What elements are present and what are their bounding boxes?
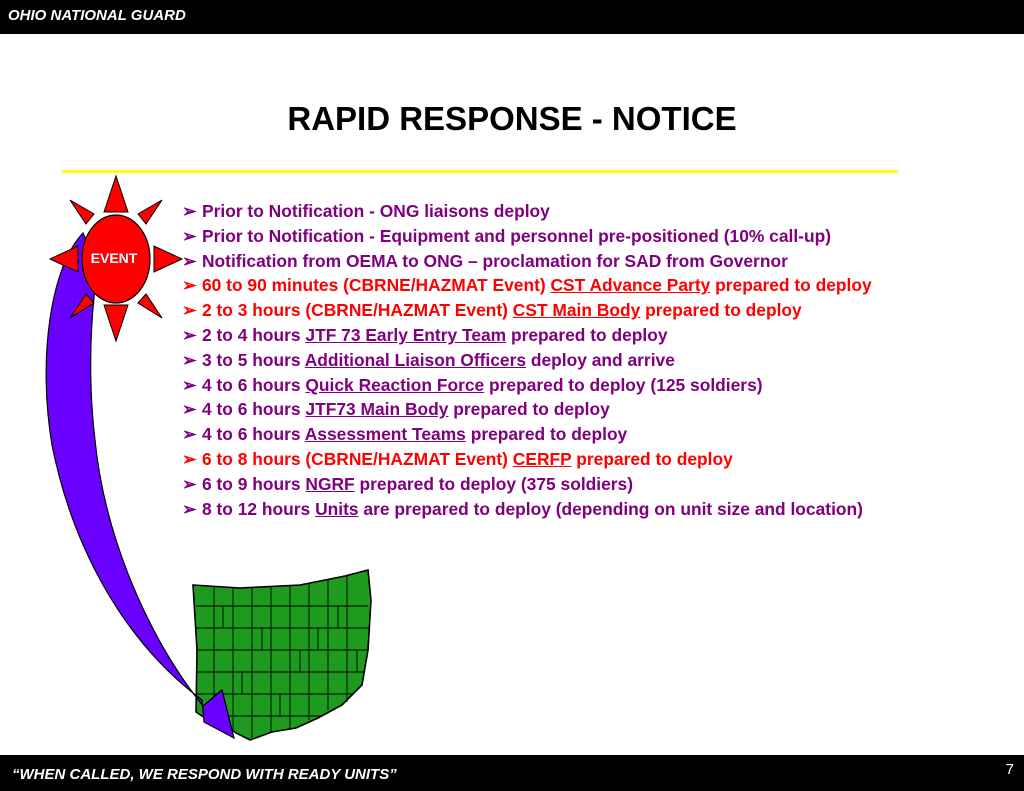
timeline-text-suffix: prepared to deploy <box>465 424 628 445</box>
timeline-text: 6 to 9 hours <box>202 473 306 494</box>
timeline-text: 8 to 12 hours <box>202 498 316 519</box>
timeline-item: ➢Notification from OEMA to ONG – proclam… <box>182 249 872 274</box>
deploy-arrow <box>45 231 235 740</box>
org-name: OHIO NATIONAL GUARD <box>8 7 186 24</box>
timeline-item: ➢6 to 8 hours (CBRNE/HAZMAT Event) CERFP… <box>182 447 872 472</box>
unit-link[interactable]: CST Main Body <box>512 300 641 321</box>
unit-link[interactable]: NGRF <box>305 473 355 494</box>
timeline-item: ➢4 to 6 hours Quick Reaction Force prepa… <box>182 373 872 398</box>
bullet-arrow-icon: ➢ <box>182 201 197 221</box>
timeline-text-suffix: are prepared to deploy (depending on uni… <box>358 498 863 519</box>
unit-link[interactable]: Additional Liaison Officers <box>304 349 527 370</box>
timeline-item: ➢8 to 12 hours Units are prepared to dep… <box>182 497 872 522</box>
header-bar: OHIO NATIONAL GUARD <box>0 0 1024 34</box>
timeline-text-suffix: prepared to deploy <box>640 300 802 321</box>
bullet-arrow-icon: ➢ <box>182 300 197 321</box>
bullet-arrow-icon: ➢ <box>182 374 197 395</box>
footer-bar: “WHEN CALLED, WE RESPOND WITH READY UNIT… <box>0 755 1024 791</box>
timeline-text: Prior to Notification - Equipment and pe… <box>202 225 831 246</box>
timeline-item: ➢Prior to Notification - ONG liaisons de… <box>182 199 872 224</box>
timeline-text: 60 to 90 minutes (CBRNE/HAZMAT Event) <box>202 275 551 296</box>
timeline-text: Prior to Notification - ONG liaisons dep… <box>202 201 550 221</box>
timeline-text-suffix: prepared to deploy <box>710 275 872 296</box>
ohio-map <box>192 568 372 741</box>
event-rays <box>48 174 184 343</box>
timeline-text-suffix: prepared to deploy (375 soldiers) <box>354 473 634 494</box>
unit-link[interactable]: Quick Reaction Force <box>305 374 485 395</box>
timeline-item: ➢60 to 90 minutes (CBRNE/HAZMAT Event) C… <box>182 273 872 298</box>
page-number: 7 <box>1005 761 1014 778</box>
bullet-arrow-icon: ➢ <box>182 275 197 296</box>
timeline-text-suffix: prepared to deploy (125 soldiers) <box>484 374 763 395</box>
unit-link[interactable]: CST Advance Party <box>550 275 711 296</box>
timeline-text-suffix: deploy and arrive <box>526 349 675 370</box>
bullet-arrow-icon: ➢ <box>182 424 197 445</box>
slide-title: RAPID RESPONSE - NOTICE <box>287 100 737 137</box>
timeline-item: ➢2 to 4 hours JTF 73 Early Entry Team pr… <box>182 323 872 348</box>
timeline-text: 4 to 6 hours <box>202 424 305 445</box>
bullet-arrow-icon: ➢ <box>182 498 197 519</box>
bullet-arrow-icon: ➢ <box>182 324 197 345</box>
footer-motto: “WHEN CALLED, WE RESPOND WITH READY UNIT… <box>12 766 397 783</box>
timeline-item: ➢4 to 6 hours JTF73 Main Body prepared t… <box>182 397 872 422</box>
timeline-text: 2 to 3 hours (CBRNE/HAZMAT Event) <box>202 300 513 321</box>
bullet-arrow-icon: ➢ <box>182 349 197 370</box>
bullet-arrow-icon: ➢ <box>182 473 197 494</box>
timeline-item: ➢6 to 9 hours NGRF prepared to deploy (3… <box>182 472 872 497</box>
timeline-item: ➢2 to 3 hours (CBRNE/HAZMAT Event) CST M… <box>182 298 872 323</box>
timeline-text-suffix: prepared to deploy <box>506 324 668 345</box>
unit-link[interactable]: Units <box>315 498 359 519</box>
timeline-item: ➢4 to 6 hours Assessment Teams prepared … <box>182 422 872 447</box>
timeline-text: 4 to 6 hours <box>202 374 306 395</box>
bullet-arrow-icon: ➢ <box>182 448 197 469</box>
bullet-arrow-icon: ➢ <box>182 250 197 271</box>
timeline-text: 4 to 6 hours <box>202 399 306 420</box>
bullet-arrow-icon: ➢ <box>182 225 197 246</box>
timeline-text: 2 to 4 hours <box>202 324 306 345</box>
timeline-list: ➢Prior to Notification - ONG liaisons de… <box>182 199 872 521</box>
timeline-text-suffix: prepared to deploy <box>571 448 733 469</box>
timeline-item: ➢Prior to Notification - Equipment and p… <box>182 224 872 249</box>
timeline-text: 6 to 8 hours (CBRNE/HAZMAT Event) <box>202 448 513 469</box>
event-label: EVENT <box>90 250 138 266</box>
unit-link[interactable]: Assessment Teams <box>304 424 466 445</box>
event-circle <box>81 214 151 304</box>
timeline-text: Notification from OEMA to ONG – proclama… <box>202 250 788 271</box>
bullet-arrow-icon: ➢ <box>182 399 197 420</box>
timeline-item: ➢3 to 5 hours Additional Liaison Officer… <box>182 348 872 373</box>
unit-link[interactable]: JTF73 Main Body <box>305 399 449 420</box>
timeline-text: 3 to 5 hours <box>202 349 305 370</box>
unit-link[interactable]: JTF 73 Early Entry Team <box>305 324 507 345</box>
title-underline <box>62 170 898 173</box>
timeline-text-suffix: prepared to deploy <box>448 399 610 420</box>
unit-link[interactable]: CERFP <box>512 448 572 469</box>
